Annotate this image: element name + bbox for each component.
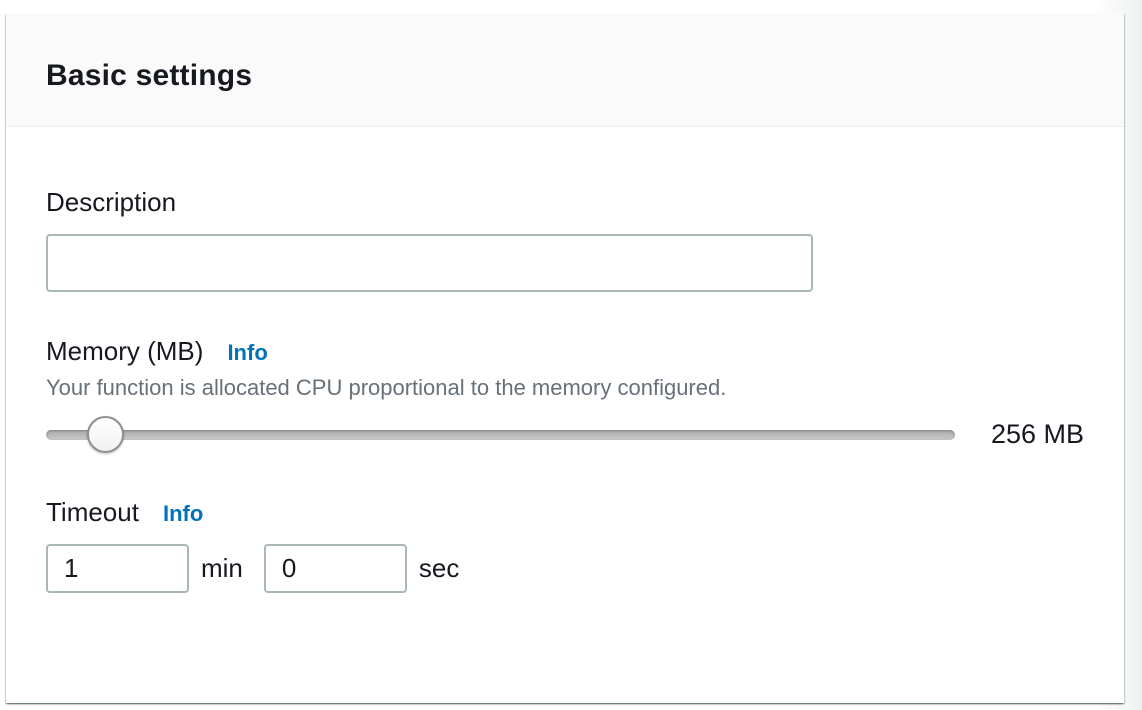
card-header: Basic settings (6, 13, 1124, 127)
card-title: Basic settings (46, 59, 253, 92)
memory-slider-row: 256 MB (46, 416, 1084, 453)
memory-slider-track[interactable] (46, 429, 955, 440)
timeout-seconds-unit: sec (418, 553, 460, 583)
memory-label-row: Memory (MB) Info (46, 334, 1084, 368)
description-label: Description (46, 187, 177, 217)
basic-settings-card: Basic settings Description Memory (MB) I… (6, 13, 1124, 703)
memory-help-text: Your function is allocated CPU proportio… (46, 375, 727, 400)
memory-section: Memory (MB) Info Your function is alloca… (46, 334, 1084, 453)
description-input[interactable] (46, 234, 813, 292)
timeout-label: Timeout (46, 497, 139, 527)
timeout-minutes-unit: min (201, 553, 243, 583)
memory-value-label: 256 MB (990, 419, 1084, 449)
card-body: Description Memory (MB) Info Your functi… (6, 127, 1124, 593)
memory-slider[interactable] (46, 416, 955, 453)
memory-info-link[interactable]: Info (227, 340, 268, 365)
timeout-label-row: Timeout Info (46, 495, 1084, 529)
timeout-section: Timeout Info min sec (46, 495, 1084, 593)
timeout-info-link[interactable]: Info (162, 501, 204, 526)
timeout-inputs: min sec (46, 544, 1084, 593)
description-section: Description (46, 185, 1084, 292)
timeout-minutes-input[interactable] (46, 544, 189, 593)
memory-label: Memory (MB) (46, 336, 204, 366)
memory-slider-thumb[interactable] (86, 416, 124, 453)
timeout-seconds-input[interactable] (263, 544, 407, 593)
